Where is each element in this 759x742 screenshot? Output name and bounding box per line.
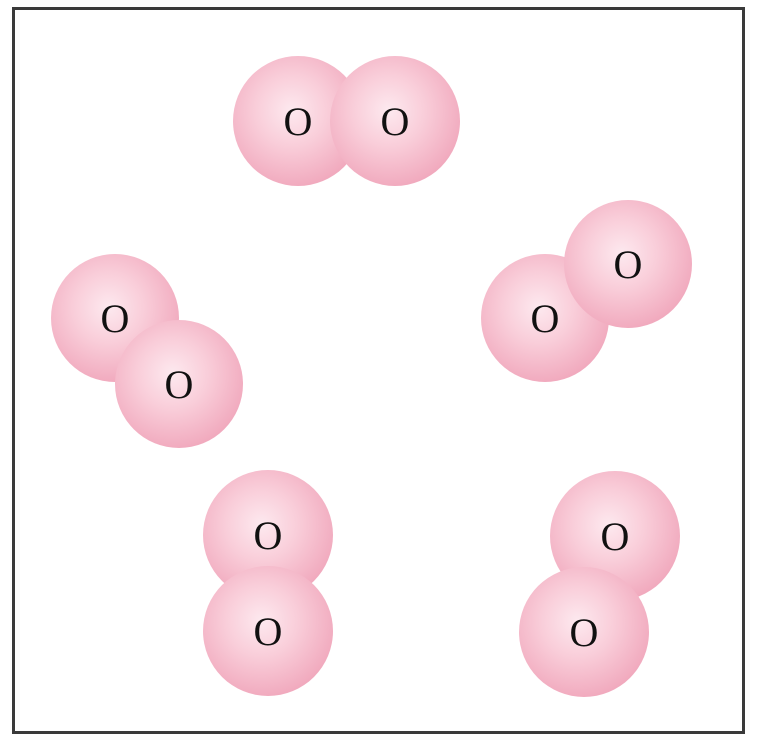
molecule-3: O O: [481, 200, 692, 382]
molecule-5: O O: [519, 471, 680, 697]
molecule-4: O O: [203, 470, 333, 696]
molecule-2: O O: [51, 254, 243, 448]
atom-3b-label: O: [614, 242, 643, 287]
atom-4a-label: O: [254, 513, 283, 558]
atom-4b-label: O: [254, 609, 283, 654]
atom-2b-label: O: [165, 362, 194, 407]
atom-2a-label: O: [101, 296, 130, 341]
atom-5b-label: O: [570, 610, 599, 655]
atom-5a-label: O: [601, 514, 630, 559]
atom-1b-label: O: [381, 99, 410, 144]
atom-3a-label: O: [531, 296, 560, 341]
molecule-1: O O: [233, 56, 460, 186]
atom-1a-label: O: [284, 99, 313, 144]
